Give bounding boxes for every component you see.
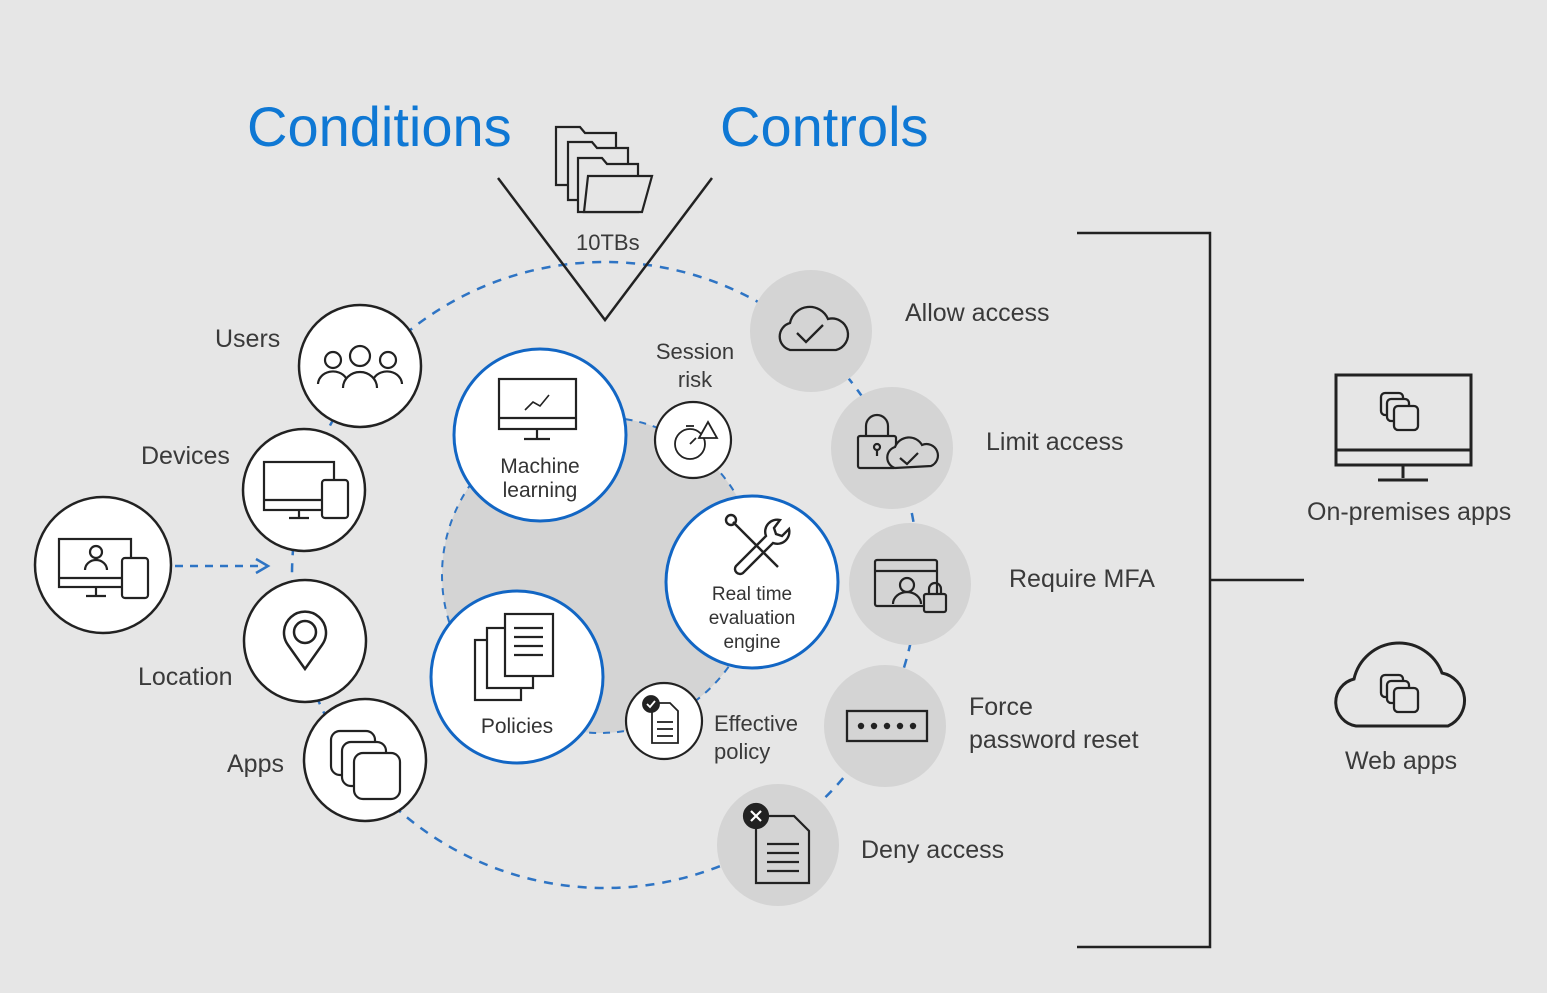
documents-icon [473, 612, 555, 702]
require-mfa-label: Require MFA [1009, 565, 1155, 593]
user-device-circle [33, 495, 173, 635]
folders-icon [554, 125, 654, 214]
data-volume-label: 10TBs [576, 230, 640, 255]
machine-learning-label: Machine learning [470, 455, 610, 503]
browser-user-lock-icon [873, 558, 948, 614]
on-premises-apps-label: On-premises apps [1307, 498, 1512, 526]
realtime-engine-circle [664, 494, 840, 670]
devices-label: Devices [141, 442, 230, 470]
policies-circle [429, 589, 605, 765]
web-apps-label: Web apps [1345, 747, 1458, 775]
apps-stack-icon [329, 729, 402, 801]
realtime-line3: engine [723, 632, 781, 653]
monitor-chart-icon [497, 377, 578, 441]
apps-bracket [1077, 231, 1304, 949]
realtime-engine-label: Real time evaluation engine [682, 583, 822, 655]
dashed-arrow [175, 557, 271, 575]
conditions-title: Conditions [247, 95, 512, 158]
devices-icon [262, 460, 350, 520]
location-pin-icon [282, 610, 328, 672]
funnel-v-shape [497, 177, 713, 323]
password-field-icon [845, 709, 929, 743]
limit-access-label: Limit access [986, 428, 1124, 456]
realtime-line2: evaluation [708, 608, 796, 629]
allow-access-label: Allow access [905, 299, 1050, 327]
tools-icon [724, 513, 791, 576]
effective-policy-circle [624, 681, 704, 761]
session-risk-label: Session risk [652, 338, 738, 394]
session-risk-circle [653, 400, 733, 480]
user-on-device-icon [57, 537, 150, 600]
reset-line1: Force [969, 693, 1033, 721]
web-apps-cloud-icon [1334, 641, 1467, 728]
limit-access-circle [831, 387, 953, 509]
allow-access-circle [750, 270, 872, 392]
effective-policy-label: Effective policy [714, 710, 798, 766]
reset-line2: password reset [969, 726, 1139, 754]
machine-learning-circle [452, 347, 628, 523]
apps-circle [302, 697, 428, 823]
devices-circle [241, 427, 367, 553]
users-label: Users [215, 325, 281, 353]
on-premises-monitor-icon [1334, 373, 1473, 482]
session-risk-line2: risk [677, 367, 713, 392]
effective-policy-line2: policy [714, 739, 771, 764]
session-risk-line1: Session [655, 339, 735, 364]
deny-access-circle [717, 784, 839, 906]
machine-learning-line1: Machine [500, 455, 580, 478]
force-password-reset-label: Force password reset [969, 691, 1139, 757]
cloud-check-icon [778, 305, 850, 352]
machine-learning-line2: learning [502, 479, 578, 502]
require-mfa-circle [849, 523, 971, 645]
users-circle [297, 303, 423, 429]
apps-label: Apps [227, 750, 284, 778]
realtime-line1: Real time [711, 584, 793, 605]
location-circle [242, 578, 368, 704]
effective-policy-line1: Effective [714, 711, 798, 736]
force-password-reset-circle [824, 665, 946, 787]
checked-document-icon [642, 695, 679, 744]
denied-document-icon [742, 802, 811, 885]
lock-cloud-icon [856, 413, 940, 470]
policies-label: Policies [480, 715, 554, 738]
deny-access-label: Deny access [861, 836, 1005, 864]
users-icon [316, 344, 404, 389]
location-label: Location [138, 663, 233, 691]
stopwatch-alert-icon [674, 420, 719, 460]
controls-title: Controls [720, 95, 929, 158]
